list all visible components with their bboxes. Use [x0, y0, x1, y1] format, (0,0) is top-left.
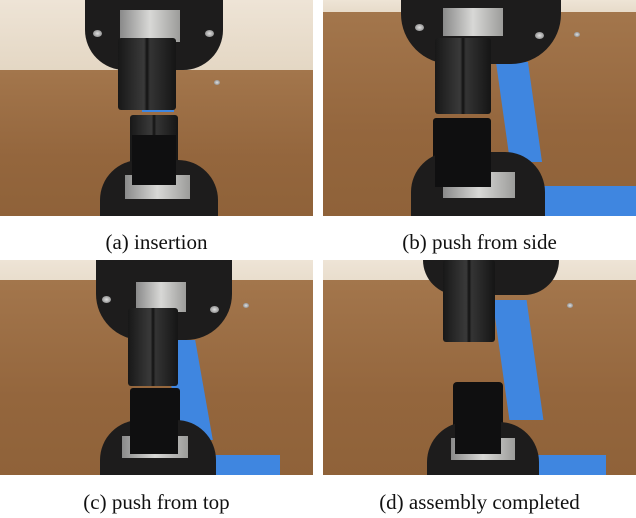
panel-d-assembly-completed-photo: [323, 260, 636, 475]
bolt: [574, 32, 580, 37]
panel-a-insertion-photo: [0, 0, 313, 216]
top-gripper-fingers: [118, 38, 176, 110]
top-gripper-bracket: [136, 282, 186, 312]
caption-a: (a) insertion: [105, 230, 208, 254]
caption-c: (c) push from top: [83, 490, 230, 514]
bolt: [535, 32, 544, 39]
bottom-gripper-block-front: [130, 410, 178, 454]
bottom-gripper-block-front: [435, 135, 491, 187]
bolt: [102, 296, 111, 303]
top-gripper-fingers: [128, 308, 178, 386]
caption-d: (d) assembly completed: [379, 490, 580, 514]
blue-tape-horizontal: [543, 186, 636, 216]
bolt: [205, 30, 214, 37]
bolt: [214, 80, 220, 85]
bolt: [210, 306, 219, 313]
bolt: [243, 303, 249, 308]
bolt: [415, 24, 424, 31]
bottom-gripper-block-front: [132, 135, 176, 185]
blue-tape-horizontal: [536, 455, 606, 475]
blue-tape-horizontal: [215, 455, 280, 475]
assembled-part-front: [455, 410, 501, 454]
bolt: [93, 30, 102, 37]
panel-c-push-from-top-photo: [0, 260, 313, 475]
top-gripper-fingers: [435, 38, 491, 114]
top-gripper-bracket: [443, 8, 503, 36]
caption-b: (b) push from side: [402, 230, 557, 254]
top-gripper-fingers: [443, 260, 495, 342]
bolt: [567, 303, 573, 308]
panel-b-push-from-side-photo: [323, 0, 636, 216]
top-gripper-bracket: [120, 10, 180, 42]
